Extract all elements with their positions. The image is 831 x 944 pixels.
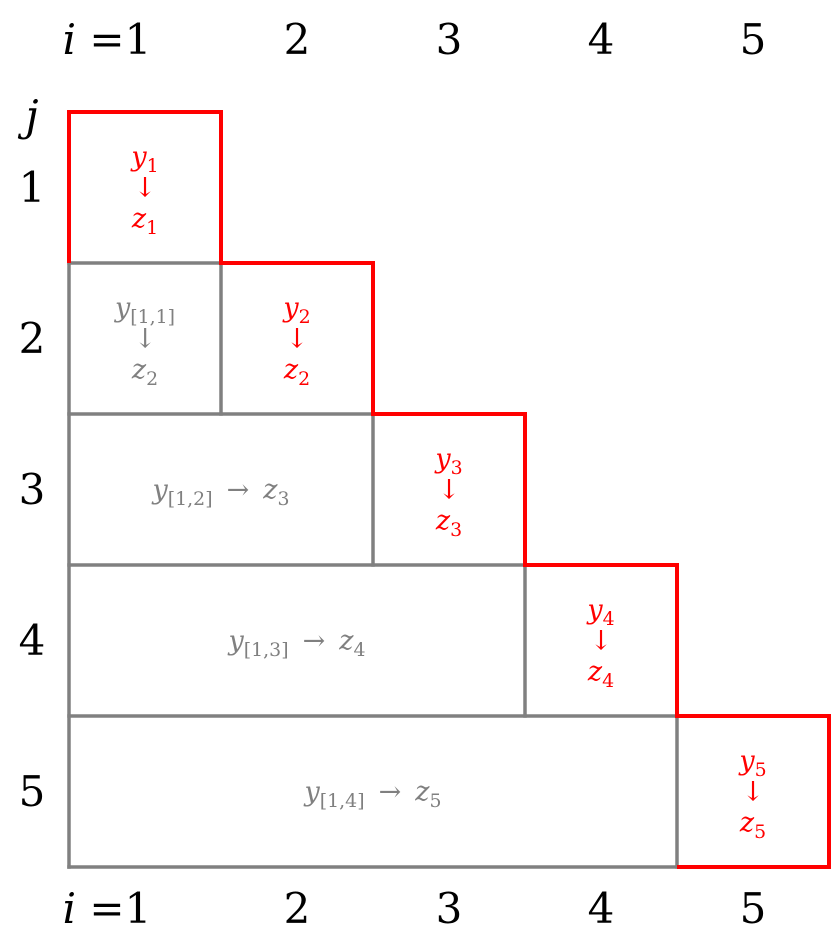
bottom-axis-label-4: 4 bbox=[587, 884, 615, 933]
top-axis-label-1-eq: = bbox=[76, 15, 125, 64]
diagonal-staircase-outline bbox=[67, 110, 831, 869]
cell-1-y-symbol: y[1,1] bbox=[114, 291, 176, 328]
diagonal-cell-3: y3↓z3 bbox=[435, 442, 463, 541]
top-axis-label-5: 5 bbox=[739, 15, 767, 64]
top-axis-label-1-value: 1 bbox=[124, 15, 152, 64]
cell-3-z-symbol: z3 bbox=[263, 474, 290, 510]
cell-2-arrow: ↓ bbox=[285, 322, 309, 354]
cell-1-z-symbol: z2 bbox=[131, 354, 159, 390]
left-axis-var: j bbox=[25, 95, 38, 137]
offdiagonal-cell-5: y[1,4] → z5 bbox=[304, 776, 442, 812]
top-axis-label-2: 2 bbox=[283, 15, 311, 64]
cell-0-z-symbol: z1 bbox=[131, 203, 159, 239]
diagonal-cell-5: y5↓z5 bbox=[739, 744, 767, 843]
left-axis-var-text: j bbox=[25, 91, 39, 140]
cell-7-arrow: → bbox=[378, 776, 402, 807]
cell-6-arrow: ↓ bbox=[589, 624, 613, 656]
left-axis-label-4: 4 bbox=[18, 615, 46, 665]
cell-3-arrow: → bbox=[226, 474, 250, 505]
cell-3-y-symbol: y[1,2] bbox=[152, 474, 213, 510]
bottom-axis-label-1-var: i bbox=[62, 884, 77, 933]
bottom-axis-label-1: i =1 bbox=[63, 888, 152, 930]
left-axis-label-1: 1 bbox=[18, 163, 46, 212]
cell-0-arrow: ↓ bbox=[133, 171, 157, 203]
cell-4-arrow: ↓ bbox=[437, 473, 461, 505]
cell-7-y-symbol: y[1,4] bbox=[304, 776, 365, 812]
bottom-axis-label-1-eq: = bbox=[76, 884, 125, 933]
top-axis-label-4: 4 bbox=[587, 15, 615, 64]
cell-4-z-symbol: z3 bbox=[435, 505, 463, 541]
bottom-axis-label-5: 5 bbox=[739, 884, 767, 933]
cell-8-y-symbol: y5 bbox=[739, 744, 767, 781]
cell-2-y-symbol: y2 bbox=[283, 291, 311, 328]
left-axis-label-2: 2 bbox=[18, 313, 46, 363]
bottom-axis-label-2: 2 bbox=[283, 884, 311, 933]
diagonal-cell-2: y2↓z2 bbox=[283, 291, 311, 390]
cell-5-y-symbol: y[1,3] bbox=[228, 625, 289, 661]
offdiagonal-cell-3: y[1,2] → z3 bbox=[152, 474, 290, 510]
cell-8-z-symbol: z5 bbox=[739, 807, 767, 843]
left-axis-label-3: 3 bbox=[18, 464, 46, 514]
diagonal-cell-1: y1↓z1 bbox=[131, 140, 159, 239]
cell-5-z-symbol: z4 bbox=[339, 625, 366, 661]
bottom-axis-label-1-value: 1 bbox=[124, 884, 152, 933]
cell-1-arrow: ↓ bbox=[133, 322, 157, 354]
left-axis-label-5: 5 bbox=[18, 766, 46, 816]
cell-0-y-symbol: y1 bbox=[131, 140, 159, 177]
cell-7-z-symbol: z5 bbox=[415, 776, 442, 812]
offdiagonal-cell-4: y[1,3] → z4 bbox=[228, 625, 366, 661]
cell-8-arrow: ↓ bbox=[741, 775, 765, 807]
cell-6-z-symbol: z4 bbox=[587, 656, 615, 692]
top-axis-label-3: 3 bbox=[435, 15, 463, 64]
offdiagonal-cell-2: y[1,1]↓z2 bbox=[114, 291, 176, 390]
cell-2-z-symbol: z2 bbox=[283, 354, 311, 390]
top-axis-label-1-var: i bbox=[62, 15, 77, 64]
top-axis-label-1: i =1 bbox=[63, 19, 152, 61]
cell-6-y-symbol: y4 bbox=[587, 593, 615, 630]
cell-5-arrow: → bbox=[302, 625, 326, 656]
diagonal-cell-4: y4↓z4 bbox=[587, 593, 615, 692]
cell-4-y-symbol: y3 bbox=[435, 442, 463, 479]
bottom-axis-label-3: 3 bbox=[435, 884, 463, 933]
